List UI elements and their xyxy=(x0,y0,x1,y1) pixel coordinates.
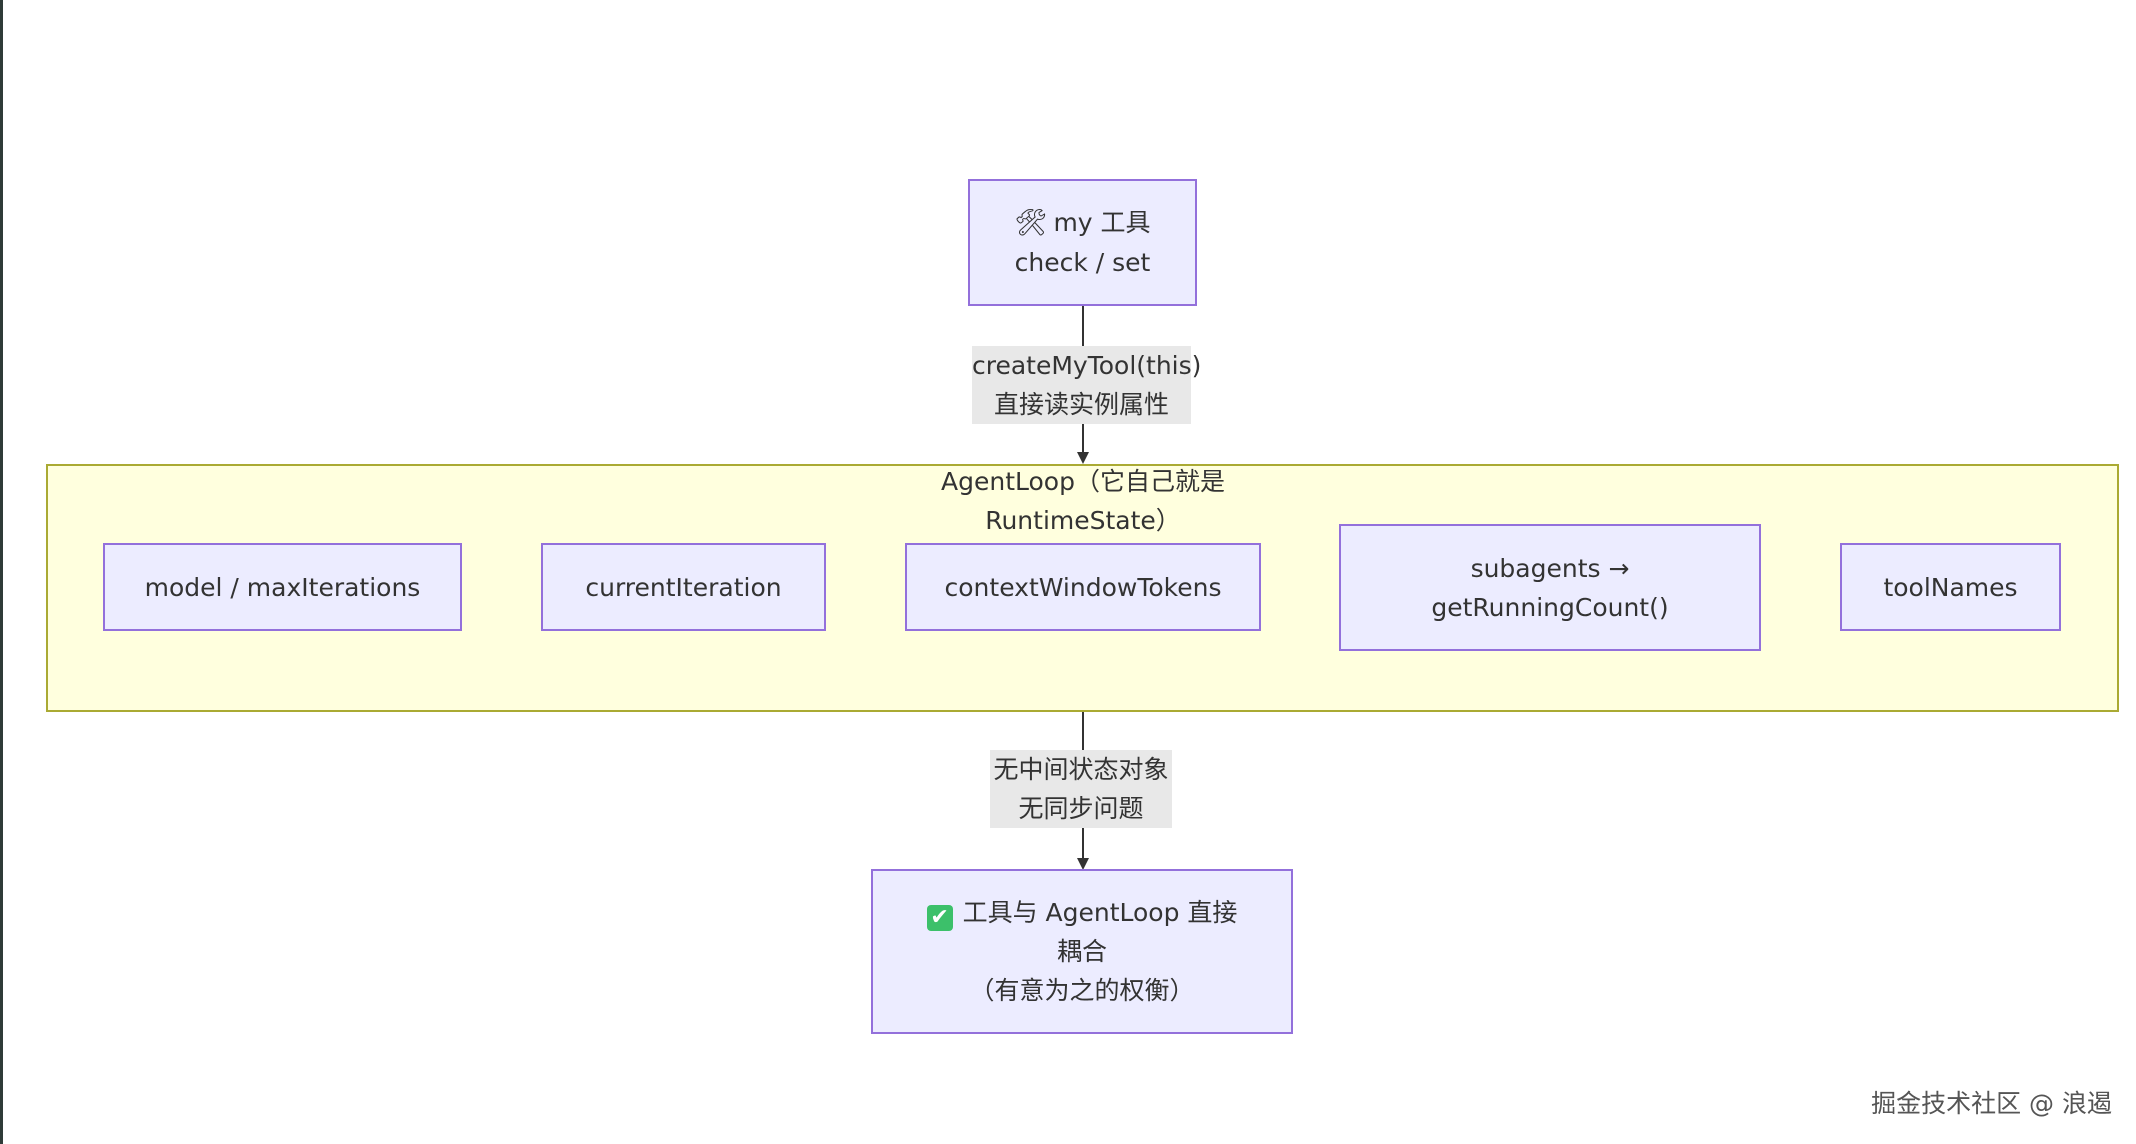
subagents-label-line2: getRunningCount() xyxy=(1431,592,1669,622)
model-maxiterations-label: model / maxIterations xyxy=(144,572,421,602)
context-window-tokens-node: contextWindowTokens xyxy=(905,543,1261,631)
edge-label-bottom-line1: 无中间状态对象 xyxy=(993,755,1169,784)
result-title: ✔ 工具与 AgentLoop 直接 xyxy=(926,893,1238,932)
check-mark-button-icon: ✔ xyxy=(926,905,953,931)
hammer-and-wrench-icon: 🛠 xyxy=(1014,208,1048,238)
result-label-line3: （有意为之的权衡） xyxy=(969,976,1195,1005)
edge-label-top: createMyTool(this) 直接读实例属性 xyxy=(972,346,1202,424)
my-tool-label: my 工具 xyxy=(1053,208,1151,237)
result-label-line2: 耦合 xyxy=(1056,937,1107,966)
agentloop-title-line1: AgentLoop（它自己就是 xyxy=(941,467,1225,496)
subagents-label-line1: subagents → xyxy=(1470,553,1630,583)
window-left-edge xyxy=(0,0,3,1144)
tool-names-node: toolNames xyxy=(1840,543,2061,631)
current-iteration-node: currentIteration xyxy=(541,543,826,631)
result-label-line1: 工具与 AgentLoop 直接 xyxy=(962,898,1238,927)
subagents-node: subagents → getRunningCount() xyxy=(1339,524,1761,651)
agentloop-title-line2: RuntimeState） xyxy=(985,506,1181,535)
agentloop-cluster-title: AgentLoop（它自己就是 RuntimeState） xyxy=(860,462,1306,540)
edge-label-top-line2: 直接读实例属性 xyxy=(993,390,1169,419)
tool-names-label: toolNames xyxy=(1883,572,2018,602)
context-window-tokens-label: contextWindowTokens xyxy=(944,572,1222,602)
edge-label-top-line1: createMyTool(this) xyxy=(972,351,1202,380)
result-node: ✔ 工具与 AgentLoop 直接 耦合 （有意为之的权衡） xyxy=(871,869,1293,1034)
my-tool-title: 🛠my 工具 xyxy=(1014,203,1150,243)
watermark: 掘金技术社区 @ 浪遏 xyxy=(1871,1089,2112,1118)
current-iteration-label: currentIteration xyxy=(585,572,782,602)
edge-label-bottom: 无中间状态对象 无同步问题 xyxy=(990,750,1172,828)
model-maxiterations-node: model / maxIterations xyxy=(103,543,462,631)
edge-label-bottom-line2: 无同步问题 xyxy=(1018,794,1144,823)
my-tool-subtitle: check / set xyxy=(1014,248,1151,277)
my-tool-node: 🛠my 工具 check / set xyxy=(968,179,1197,306)
